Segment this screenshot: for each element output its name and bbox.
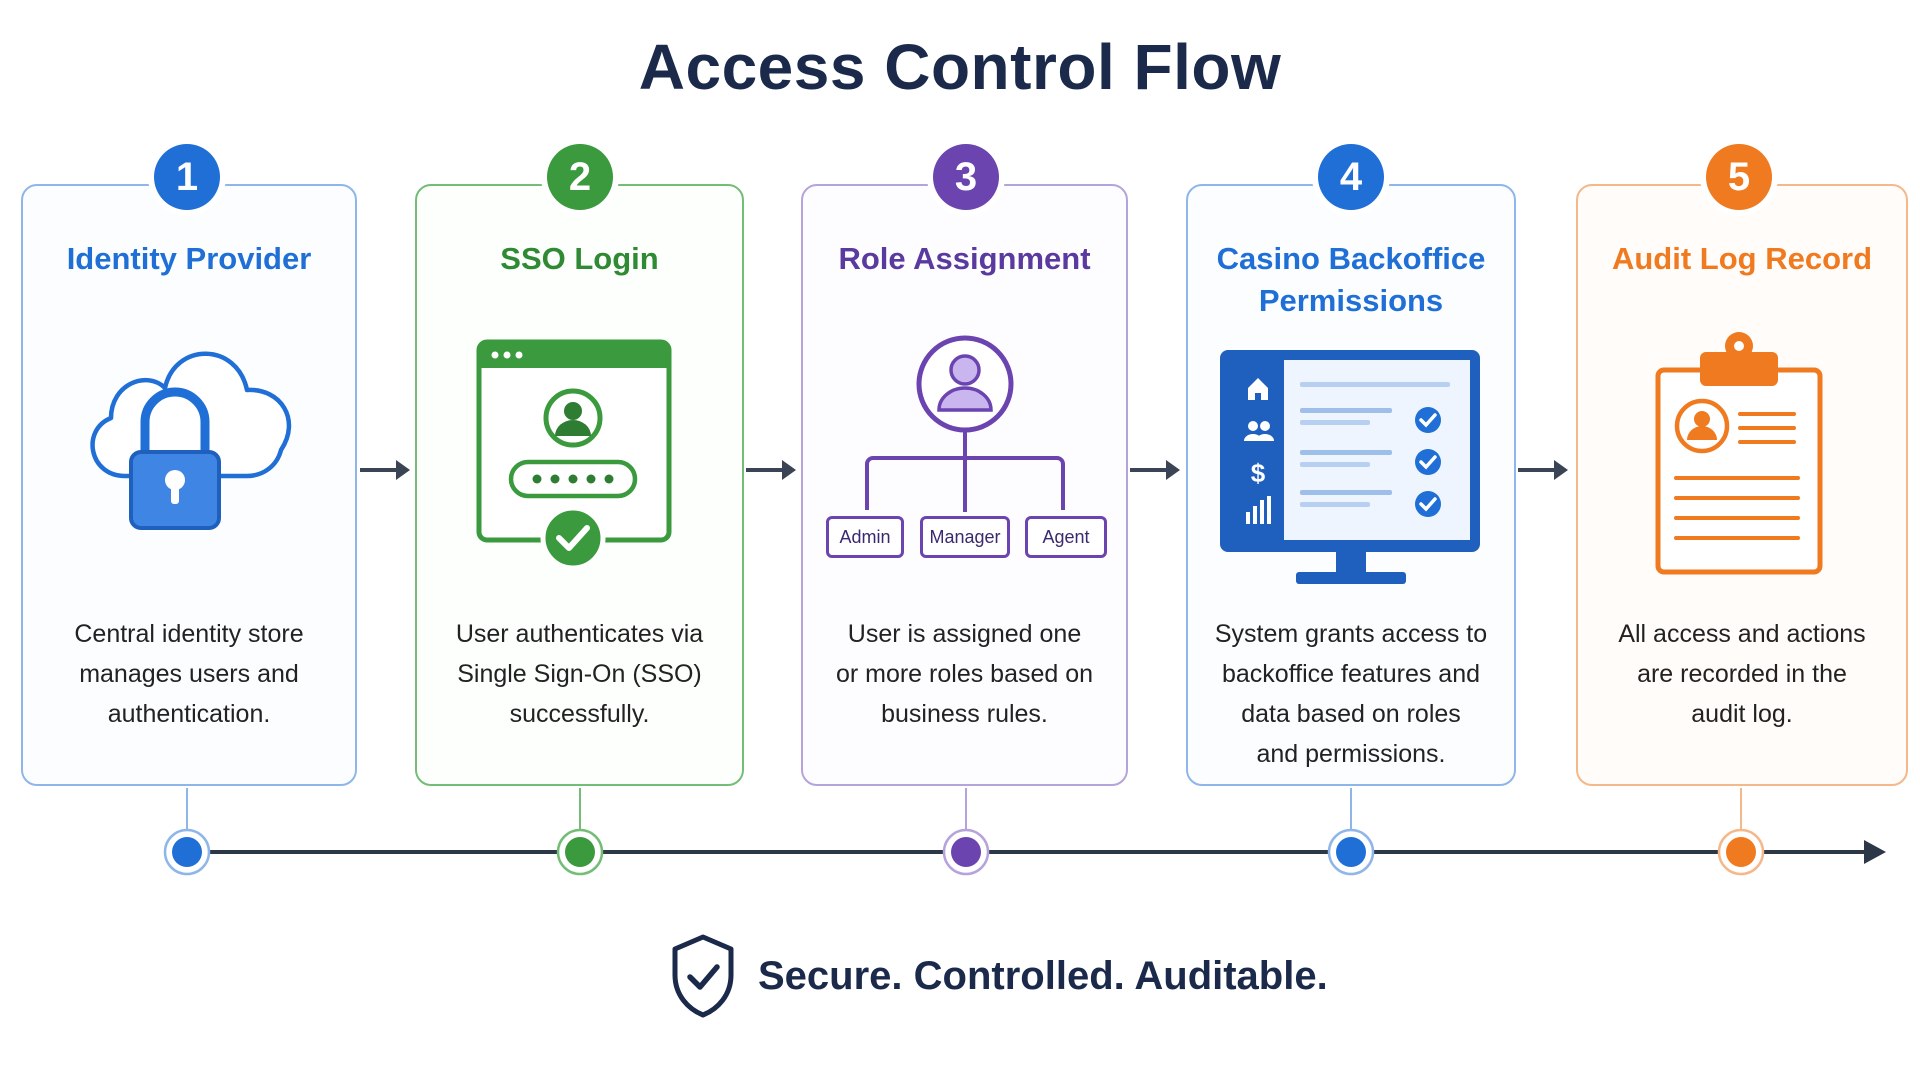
footer-text: Secure. Controlled. Auditable.	[758, 953, 1328, 998]
step-description: All access and actions are recorded in t…	[1588, 614, 1896, 734]
flow-arrow-icon	[360, 460, 410, 480]
flow-arrow-icon	[1130, 460, 1180, 480]
page-title: Access Control Flow	[638, 31, 1282, 103]
description-line: User is assigned one	[847, 620, 1082, 648]
monitor-permissions-icon: $	[1216, 346, 1486, 601]
step-card-role-assignment: Role Assignment Admin Manager Agent User…	[801, 184, 1128, 786]
step-title: Identity Provider	[66, 241, 312, 276]
step-card-identity-provider: Identity Provider Central identity store…	[21, 184, 357, 786]
timeline-node	[951, 837, 981, 867]
role-tree-icon	[825, 326, 1115, 581]
description-line: System grants access to	[1214, 620, 1488, 648]
step-number-badge: 5	[1706, 144, 1772, 210]
step-number-badge: 4	[1318, 144, 1384, 210]
step-card-sso-login: SSO Login User authenticates via Single …	[415, 184, 744, 786]
description-line: User authenticates via	[455, 620, 704, 648]
description-line: audit log.	[1691, 700, 1793, 728]
description-line: manages users and	[79, 660, 299, 688]
timeline	[163, 788, 1886, 876]
step-title: Casino Backoffice Permissions	[1188, 238, 1514, 322]
clipboard-log-icon	[1652, 326, 1832, 591]
description-line: Single Sign-On (SSO)	[457, 660, 702, 688]
step-card-casino-backoffice-permissions: Casino Backoffice Permissions $	[1186, 184, 1516, 786]
step-number-badge: 2	[547, 144, 613, 210]
description-line: successfully.	[509, 700, 650, 728]
browser-login-icon	[475, 338, 685, 583]
timeline-node	[1336, 837, 1366, 867]
step-title: Role Assignment	[838, 241, 1091, 276]
description-line: and permissions.	[1256, 740, 1446, 768]
description-line: authentication.	[107, 700, 271, 728]
step-description: System grants access to backoffice featu…	[1198, 614, 1504, 774]
role-chip-admin: Admin	[826, 516, 904, 558]
role-chip-agent: Agent	[1025, 516, 1107, 558]
step-description: User authenticates via Single Sign-On (S…	[427, 614, 732, 734]
description-line: data based on roles	[1241, 700, 1461, 728]
role-chip-manager: Manager	[920, 516, 1010, 558]
step-number-badge: 1	[154, 144, 220, 210]
timeline-node	[172, 837, 202, 867]
description-line: backoffice features and	[1221, 660, 1481, 688]
step-number-badge: 3	[933, 144, 999, 210]
step-card-audit-log-record: Audit Log Record All access and actions …	[1576, 184, 1908, 786]
flow-arrow-icon	[746, 460, 796, 480]
description-line: Central identity store	[74, 620, 304, 648]
step-title-line: Casino Backoffice	[1216, 241, 1486, 276]
step-description: Central identity store manages users and…	[33, 614, 345, 734]
description-line: All access and actions	[1618, 620, 1866, 648]
flow-arrow-icon	[1518, 460, 1568, 480]
step-title-line: Permissions	[1258, 283, 1444, 318]
step-description: User is assigned one or more roles based…	[813, 614, 1116, 734]
description-line: business rules.	[881, 700, 1048, 728]
cloud-lock-icon	[67, 326, 307, 551]
timeline-arrowhead-icon	[1864, 840, 1886, 864]
shield-check-icon	[672, 934, 734, 1018]
step-title: Audit Log Record	[1611, 241, 1873, 276]
dollar-icon: $	[1251, 458, 1266, 488]
timeline-node	[565, 837, 595, 867]
description-line: are recorded in the	[1637, 660, 1847, 688]
timeline-node	[1726, 837, 1756, 867]
step-title: SSO Login	[500, 241, 659, 276]
description-line: or more roles based on	[835, 660, 1094, 688]
footer-tagline: Secure. Controlled. Auditable.	[670, 928, 1328, 1024]
